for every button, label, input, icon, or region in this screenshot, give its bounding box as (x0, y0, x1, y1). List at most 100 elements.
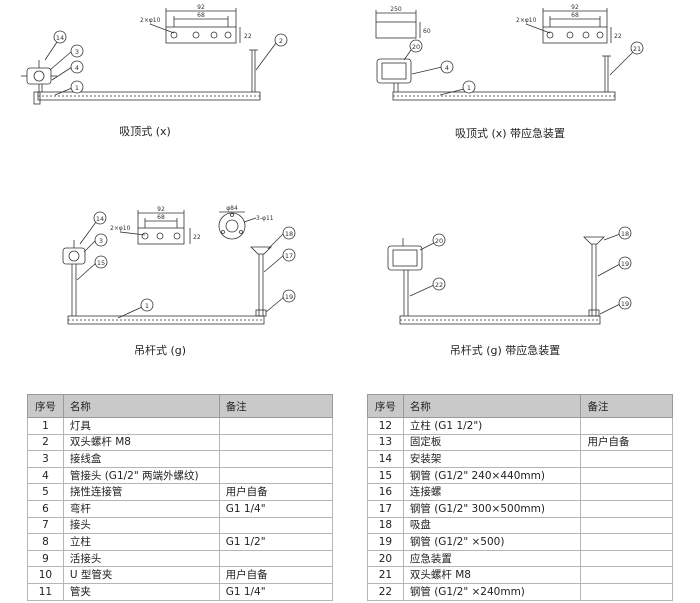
cell-note (218, 466, 334, 485)
caption-pendant-mount: 吊杆式 (g) (133, 344, 187, 357)
cell-no: 15 (367, 466, 404, 485)
emergency-box (387, 245, 423, 271)
balloon (274, 33, 288, 47)
dim-height: 22 (193, 234, 201, 241)
dim-outer: 92 (157, 206, 165, 213)
dim-diameter: φ84 (226, 205, 238, 212)
balloon (432, 233, 446, 247)
svg-text:20: 20 (435, 237, 443, 245)
cell-no: 13 (367, 433, 404, 452)
cell-name: 弯杆 (62, 499, 220, 518)
svg-text:3: 3 (75, 48, 79, 56)
cell-note: 用户自备 (580, 433, 673, 452)
cell-no: 4 (27, 466, 64, 485)
balloon (618, 256, 632, 270)
cell-note (580, 499, 673, 518)
suction-cup (250, 246, 272, 255)
cell-no: 11 (27, 582, 64, 601)
diagram-ceiling-mount-emergency: 250 60 92 68 2×φ10 22 20 4 1 21 (375, 4, 644, 101)
round-flange (218, 212, 246, 240)
table-header-row: 序号 名称 备注 (27, 394, 334, 418)
balloon (630, 41, 644, 55)
col-header-no: 序号 (367, 394, 404, 418)
svg-text:2: 2 (279, 37, 283, 45)
mount-plate (137, 227, 185, 245)
cell-name: 管夹 (62, 582, 220, 601)
col-header-note: 备注 (218, 394, 334, 418)
caption-ceiling-mount-emergency: 吸顶式 (x) 带应急装置 (454, 127, 566, 140)
balloon (70, 80, 84, 94)
col-header-name: 名称 (402, 394, 582, 418)
cell-no: 3 (27, 450, 64, 468)
balloon (140, 298, 154, 312)
cell-name: 钢管 (G1/2" 300×500mm) (402, 499, 582, 518)
cell-name: 钢管 (G1/2" 240×440mm) (402, 466, 582, 485)
dim-inner: 68 (197, 12, 205, 19)
cell-name: 安装架 (402, 450, 582, 468)
cell-no: 17 (367, 499, 404, 518)
col-header-note: 备注 (580, 394, 673, 418)
cell-note (218, 516, 334, 535)
cell-name: 钢管 (G1/2" ×240mm) (402, 582, 582, 601)
cell-no: 18 (367, 516, 404, 535)
cell-note: G1 1/4" (218, 582, 334, 601)
cell-name: 活接头 (62, 549, 220, 568)
dim-height: 22 (614, 33, 622, 40)
balloon (282, 226, 296, 240)
cell-name: 双头螺杆 M8 (62, 433, 220, 452)
balloon (618, 296, 632, 310)
svg-text:14: 14 (56, 34, 64, 42)
svg-text:18: 18 (621, 230, 629, 238)
svg-text:4: 4 (75, 64, 79, 72)
cell-note (580, 533, 673, 551)
cell-note (580, 450, 673, 468)
cell-name: 应急装置 (402, 549, 582, 568)
svg-text:15: 15 (97, 259, 105, 267)
cell-no: 21 (367, 566, 404, 584)
dim-holes: 2×φ10 (140, 17, 161, 24)
cell-note: G1 1/4" (218, 499, 334, 518)
cell-no: 22 (367, 582, 404, 601)
cell-name: 连接螺 (402, 483, 582, 501)
cell-name: 钢管 (G1/2" ×500) (402, 533, 582, 551)
cell-name: 接头 (62, 516, 220, 535)
cell-no: 1 (27, 417, 64, 435)
balloon (70, 44, 84, 58)
balloon (440, 60, 454, 74)
balloon (93, 211, 107, 225)
dim-outer: 92 (571, 4, 579, 11)
dim-holes: 2×φ10 (516, 17, 537, 24)
svg-text:1: 1 (145, 302, 149, 310)
cell-note (218, 549, 334, 568)
dim-height: 22 (244, 33, 252, 40)
dim-holes: 2×φ10 (110, 225, 131, 232)
balloon (282, 248, 296, 262)
suction-cup (583, 236, 605, 245)
svg-text:18: 18 (285, 230, 293, 238)
mount-plate (165, 26, 237, 44)
cell-no: 14 (367, 450, 404, 468)
table-header-row: 序号 名称 备注 (367, 394, 673, 418)
cell-name: 管接头 (G1/2" 两端外螺纹) (62, 466, 220, 485)
cell-note: 用户自备 (218, 483, 334, 501)
cell-name: 双头螺杆 M8 (402, 566, 582, 584)
col-header-no: 序号 (27, 394, 64, 418)
col-header-name: 名称 (62, 394, 220, 418)
diagram-ceiling-mount: 92 68 2×φ10 22 14 3 4 1 2 (21, 4, 288, 105)
svg-text:20: 20 (412, 43, 420, 51)
dim-inner: 68 (571, 12, 579, 19)
